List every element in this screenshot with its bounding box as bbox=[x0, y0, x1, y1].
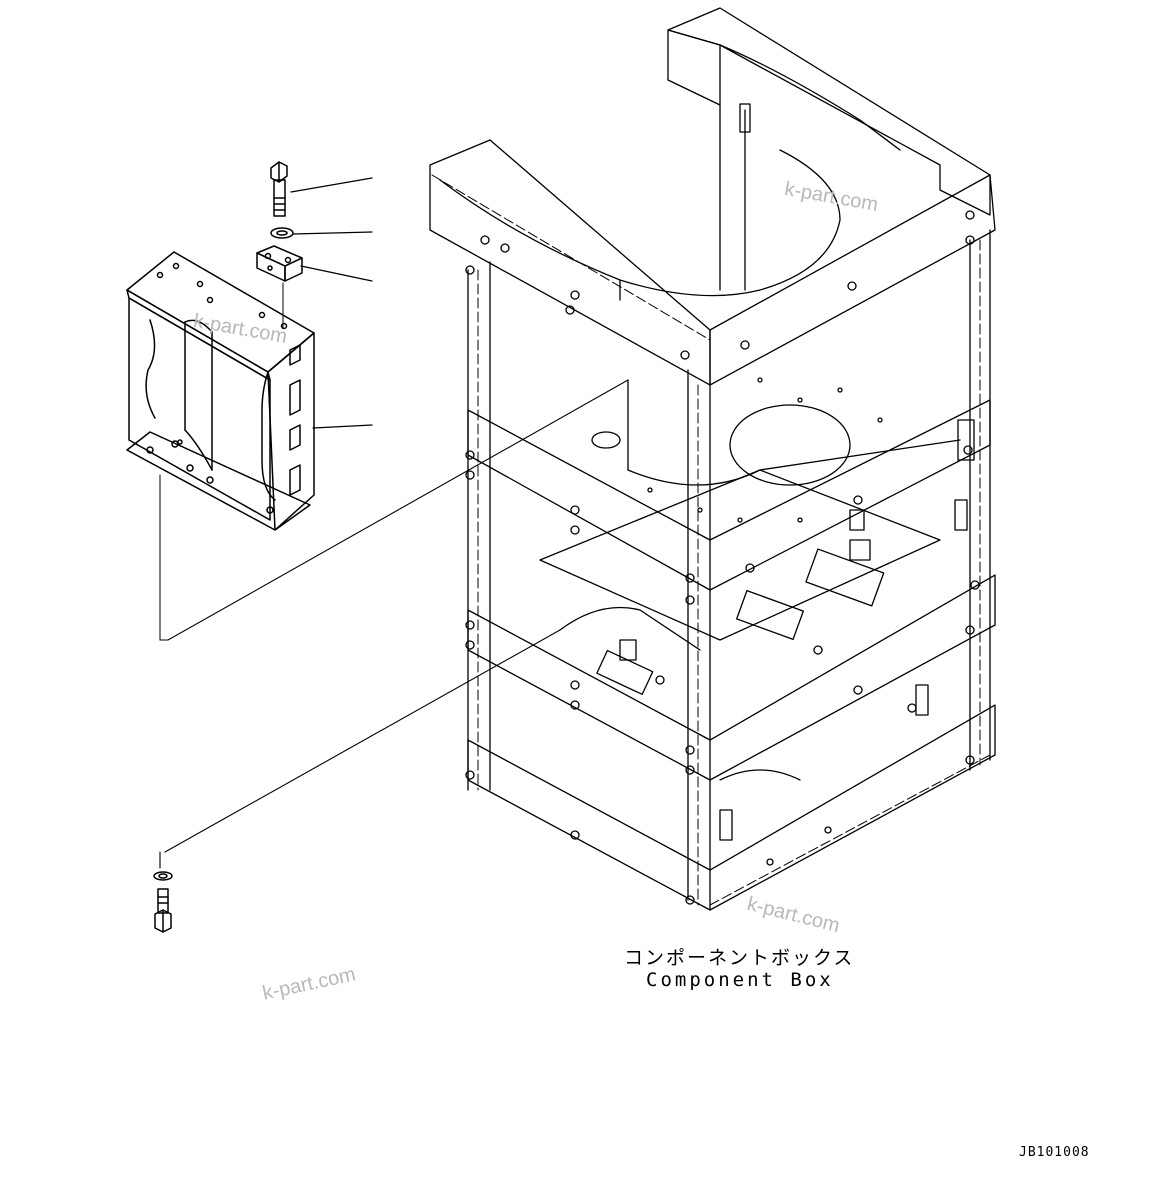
component-box-label-en: Component Box bbox=[646, 969, 834, 991]
bolt-bottom bbox=[153, 871, 173, 933]
bolt-top bbox=[270, 161, 288, 217]
spacer-block bbox=[256, 245, 303, 329]
phantom-lines bbox=[431, 174, 991, 906]
component-box-label-jp: コンポーネントボックス bbox=[624, 947, 855, 969]
assembly-lines bbox=[159, 379, 629, 869]
leader-lines bbox=[290, 177, 373, 429]
component-box-frame bbox=[429, 7, 996, 911]
bracket bbox=[126, 251, 315, 641]
drawing-code: JB101008 bbox=[1019, 1145, 1090, 1160]
washer-top bbox=[270, 227, 294, 239]
